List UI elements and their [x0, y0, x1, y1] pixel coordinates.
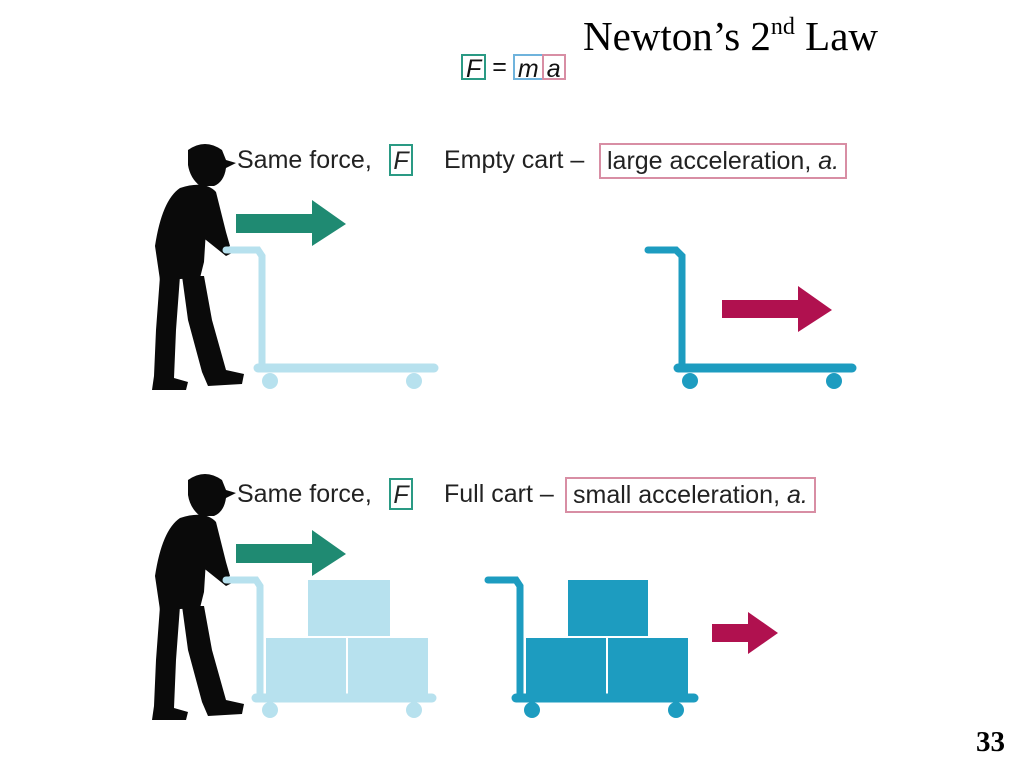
bottom-cart-label: Full cart – — [444, 480, 554, 508]
slide-title: Newton’s 2nd Law — [583, 10, 878, 69]
top-accel-label: large acceleration, — [607, 147, 812, 175]
force-arrow-bottom — [236, 530, 346, 576]
title-tail: Law — [794, 13, 879, 59]
bottom-accel-box: small acceleration, a. — [565, 477, 816, 513]
full-cart-pushed — [222, 576, 437, 718]
bottom-accel-symbol: a. — [786, 481, 808, 509]
formula-force: F — [461, 54, 487, 82]
person-silhouette-top — [152, 144, 244, 390]
top-force-symbol: F — [389, 144, 413, 176]
force-arrow-top — [236, 200, 346, 246]
formula-acceleration: a — [541, 54, 566, 82]
formula: F = m a — [461, 52, 566, 82]
title-superscript: nd — [770, 14, 795, 40]
slide-number: 33 — [976, 726, 1005, 758]
bottom-force-symbol: F — [389, 478, 413, 510]
top-accel-box: large acceleration, a. — [599, 143, 848, 179]
top-accel-symbol: a. — [818, 147, 840, 175]
formula-equals: = — [492, 52, 507, 81]
empty-cart-pushed — [222, 246, 439, 389]
top-force-label: Same force, — [237, 146, 372, 174]
title-main: Newton’s 2 — [583, 13, 771, 59]
full-cart-moving — [484, 576, 699, 718]
bottom-accel-label: small acceleration, — [573, 481, 781, 509]
person-silhouette-bottom — [152, 474, 244, 720]
accel-arrow-top — [722, 286, 832, 332]
empty-cart-moving — [644, 246, 857, 389]
accel-arrow-bottom — [712, 612, 778, 654]
top-cart-label: Empty cart – — [444, 146, 585, 174]
bottom-force-label: Same force, — [237, 480, 372, 508]
